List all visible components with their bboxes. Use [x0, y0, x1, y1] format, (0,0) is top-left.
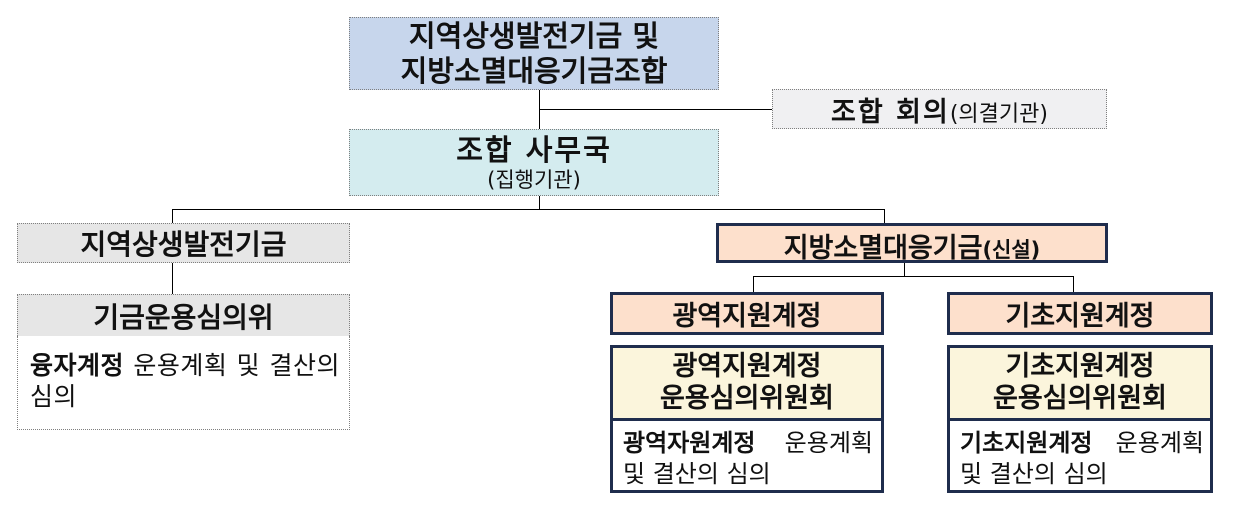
connector-right-fund [884, 209, 885, 223]
connector-council [539, 109, 772, 110]
regional-committee-header: 광역지원계정 운용심의위원회 [613, 348, 881, 421]
connector-right-fund-down [904, 262, 905, 276]
basic-committee-line1: 기초지원계정 [1005, 351, 1155, 382]
basic-committee-header: 기초지원계정 운용심의위원회 [950, 348, 1210, 421]
basic-account-title: 기초지원계정 [1005, 301, 1155, 332]
secretariat-box: 조합 사무국 (집행기관) [349, 129, 719, 196]
regional-account-title: 광역지원계정 [672, 301, 822, 332]
depopulation-fund-box: 지방소멸대응기금 (신설) [716, 223, 1108, 264]
council-title: 조합 회의 [831, 97, 950, 128]
regional-committee-desc-rest: 운용계획 및 결산의 심의 [623, 429, 873, 488]
council-box: 조합 회의 (의결기관) [772, 89, 1107, 129]
depopulation-fund-title: 지방소멸대응기금 [783, 233, 983, 264]
regional-committee-line2: 운용심의위원회 [660, 383, 834, 414]
connector-fund-branch [172, 209, 885, 210]
council-role: (의결기관) [949, 102, 1048, 127]
fund-committee-desc-bold: 융자계정 [30, 351, 125, 380]
connector-left-fund [172, 209, 173, 223]
union-box: 지역상생발전기금 및 지방소멸대응기금조합 [349, 17, 719, 90]
union-title-line2: 지방소멸대응기금조합 [400, 53, 668, 88]
basic-committee-box: 기초지원계정 운용심의위원회 기초지원계정 운용계획 및 결산의 심의 [947, 345, 1213, 493]
union-title-line1: 지역상생발전기금 및 [408, 18, 660, 53]
connector-regional-account [753, 276, 754, 292]
regional-committee-desc: 광역자원계정 운용계획 및 결산의 심의 [623, 428, 873, 490]
regional-committee-desc-bold: 광역자원계정 [623, 429, 756, 457]
regional-account-box: 광역지원계정 [610, 292, 884, 335]
regional-committee-box: 광역지원계정 운용심의위원회 광역자원계정 운용계획 및 결산의 심의 [610, 345, 884, 493]
basic-committee-desc: 기초지원계정 운용계획 및 결산의 심의 [960, 428, 1204, 490]
connector-account-branch [753, 276, 1074, 277]
secretariat-title: 조합 사무국 [456, 132, 612, 167]
basic-committee-desc-bold: 기초지원계정 [960, 429, 1093, 457]
connector-left-committee [172, 262, 173, 294]
fund-committee-desc: 융자계정 운용계획 및 결산의 심의 [30, 350, 340, 412]
fund-committee-desc-rest: 운용계획 및 결산의 심의 [30, 351, 340, 411]
regional-committee-line1: 광역지원계정 [672, 351, 822, 382]
fund-committee-header: 기금운용심의위 [17, 294, 350, 336]
basic-committee-line2: 운용심의위원회 [993, 383, 1167, 414]
depopulation-fund-note: (신설) [982, 238, 1041, 262]
fund-committee-title: 기금운용심의위 [93, 300, 274, 334]
basic-account-box: 기초지원계정 [947, 292, 1213, 335]
connector-basic-account [1073, 276, 1074, 292]
regional-development-fund-title: 지역상생발전기금 [80, 228, 287, 261]
fund-committee-desc-box [17, 336, 350, 430]
regional-development-fund-box: 지역상생발전기금 [17, 223, 350, 263]
connector-secretariat-down [539, 195, 540, 209]
secretariat-role: (집행기관) [487, 167, 581, 192]
basic-committee-desc-rest: 운용계획 및 결산의 심의 [960, 429, 1204, 488]
